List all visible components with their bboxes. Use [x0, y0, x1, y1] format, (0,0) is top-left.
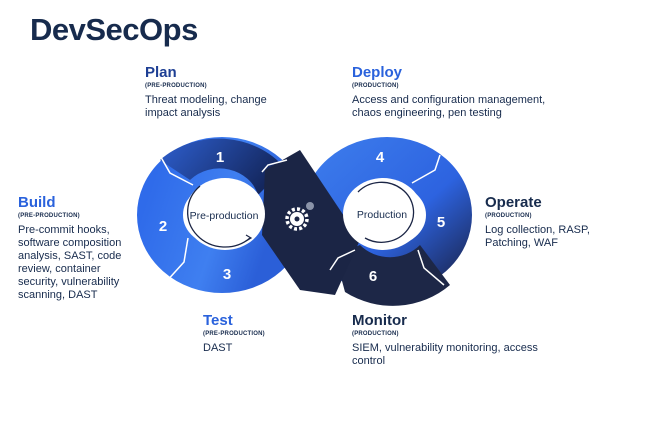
stage-desc: Log collection, RASP, Patching, WAF	[485, 224, 590, 249]
pre-production-label: Pre-production	[190, 210, 259, 222]
segment-number-5: 5	[437, 214, 445, 231]
stage-desc: DAST	[203, 342, 233, 354]
stage-desc: Access and configuration management, cha…	[352, 94, 546, 119]
stage-name: Test	[203, 312, 233, 329]
stage-desc: SIEM, vulnerability monitoring, access c…	[352, 342, 538, 367]
stage-phase: (PRE-PRODUCTION)	[18, 213, 80, 219]
stage-phase: (PRODUCTION)	[352, 83, 399, 89]
stage-monitor: Monitor (PRODUCTION) SIEM, vulnerability…	[352, 312, 542, 368]
stage-name: Operate	[485, 194, 542, 211]
segment-1	[160, 138, 285, 195]
segment-number-3: 3	[223, 266, 231, 283]
stage-phase: (PRE-PRODUCTION)	[145, 83, 207, 89]
segment-number-1: 1	[216, 149, 224, 166]
stage-desc: Pre-commit hooks, software composition a…	[18, 224, 122, 301]
left-cycle-arrow-icon	[187, 185, 251, 248]
stage-desc: Threat modeling, change impact analysis	[145, 94, 267, 119]
stage-name: Monitor	[352, 312, 407, 329]
stage-deploy: Deploy (PRODUCTION) Access and configura…	[352, 64, 582, 120]
production-label: Production	[357, 209, 407, 221]
gear-icon	[285, 202, 314, 231]
stage-build: Build (PRE-PRODUCTION) Pre-commit hooks,…	[18, 194, 143, 302]
center-band	[262, 150, 360, 295]
segment-number-4: 4	[376, 149, 385, 166]
right-cycle-arrow-icon	[357, 181, 415, 243]
segment-number-2: 2	[159, 218, 167, 235]
stage-test: Test (PRE-PRODUCTION) DAST	[203, 312, 323, 355]
page-title: DevSecOps	[30, 12, 198, 47]
stage-name: Build	[18, 194, 56, 211]
stage-phase: (PRE-PRODUCTION)	[203, 331, 265, 337]
stage-name: Deploy	[352, 64, 403, 81]
stage-phase: (PRODUCTION)	[485, 213, 532, 219]
stage-operate: Operate (PRODUCTION) Log collection, RAS…	[485, 194, 605, 250]
stage-plan: Plan (PRE-PRODUCTION) Threat modeling, c…	[145, 64, 345, 120]
stage-phase: (PRODUCTION)	[352, 331, 399, 337]
segment-number-6: 6	[369, 268, 377, 285]
stage-name: Plan	[145, 64, 177, 81]
